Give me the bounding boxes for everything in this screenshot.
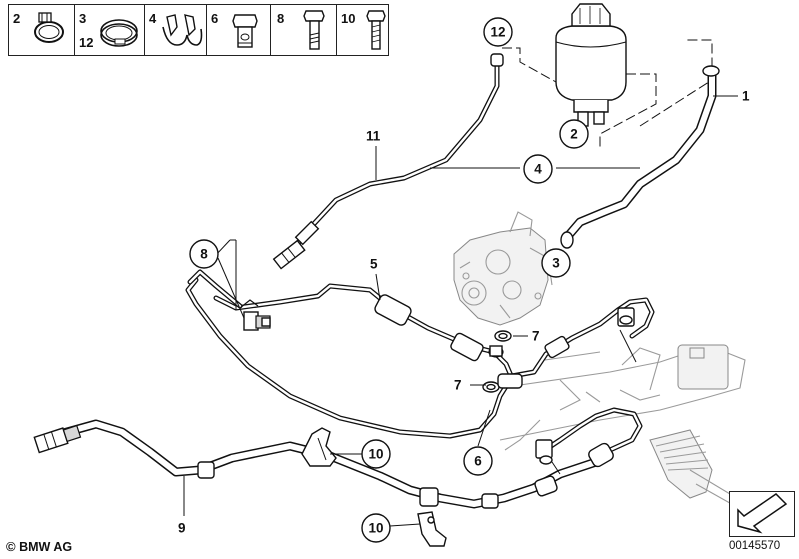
label-11[interactable]: 11 (366, 129, 381, 144)
legend-cell-10[interactable]: 10 (337, 5, 388, 55)
copyright-symbol: © (6, 539, 16, 554)
banjo-bolt-icon (232, 14, 258, 48)
legend-number: 8 (277, 11, 285, 26)
expansion-tank (555, 3, 627, 127)
document-id: 00145570 (729, 540, 781, 552)
steering-gear-background (499, 344, 761, 521)
callout-12[interactable]: 12 (483, 17, 513, 47)
return-line-lower (535, 407, 643, 468)
sealing-washers (482, 330, 523, 393)
legend-cell-2[interactable]: 2 (9, 5, 75, 55)
power-steering-pump (453, 211, 553, 326)
callout-label: 2 (570, 127, 578, 142)
legend-number: 4 (149, 11, 157, 26)
brand-credit: © BMW AG (6, 539, 72, 554)
legend-number: 3 (79, 11, 87, 26)
suction-hose-1 (560, 65, 720, 249)
callout-label: 3 (552, 256, 560, 271)
callout-8[interactable]: 8 (189, 239, 219, 269)
callout-label: 12 (490, 25, 505, 40)
legend-cell-4[interactable]: 4 (145, 5, 207, 55)
legend-cell-8[interactable]: 8 (271, 5, 337, 55)
reference-line (639, 39, 713, 127)
callout-label: 6 (474, 454, 482, 469)
hex-screw-icon (366, 10, 386, 50)
label-5[interactable]: 5 (370, 257, 378, 272)
clamp-ring-icon (100, 19, 138, 47)
holder-clip-icon (162, 14, 203, 46)
legend-cell-6[interactable]: 6 (207, 5, 271, 55)
legend-number-secondary: 12 (79, 35, 94, 50)
return-hose-11 (272, 53, 504, 270)
callout-10-lower[interactable]: 10 (361, 513, 391, 543)
feed-line-right (509, 297, 655, 379)
reference-line (599, 73, 657, 148)
brand-name: BMW AG (19, 540, 73, 554)
label-9[interactable]: 9 (178, 521, 186, 536)
reference-line (502, 47, 557, 83)
callout-label: 4 (534, 162, 542, 177)
callout-3[interactable]: 3 (541, 248, 571, 278)
callout-label: 10 (368, 447, 383, 462)
navigation-arrow-box[interactable] (729, 491, 795, 537)
callout-label: 10 (368, 521, 383, 536)
parts-legend: 2 3 12 4 6 (8, 4, 389, 56)
legend-number: 6 (211, 11, 219, 26)
callout-2[interactable]: 2 (559, 119, 589, 149)
holder-bracket (301, 427, 447, 547)
leader-lines (183, 95, 738, 527)
return-line-6 (185, 269, 513, 439)
hose-clamp-icon (34, 12, 64, 43)
callout-label: 8 (200, 247, 208, 262)
callout-4[interactable]: 4 (523, 154, 553, 184)
legend-cell-3-12[interactable]: 3 12 (75, 5, 145, 55)
hex-bolt-icon (303, 10, 325, 50)
label-1[interactable]: 1 (742, 89, 750, 104)
arrow-icon (737, 493, 788, 534)
fitting-banjo-8 (239, 299, 271, 331)
legend-number: 2 (13, 11, 21, 26)
callout-6[interactable]: 6 (463, 446, 493, 476)
legend-number: 10 (341, 11, 356, 26)
label-7-lower[interactable]: 7 (454, 378, 462, 393)
callout-10-upper[interactable]: 10 (361, 439, 391, 469)
label-7-upper[interactable]: 7 (532, 329, 540, 344)
